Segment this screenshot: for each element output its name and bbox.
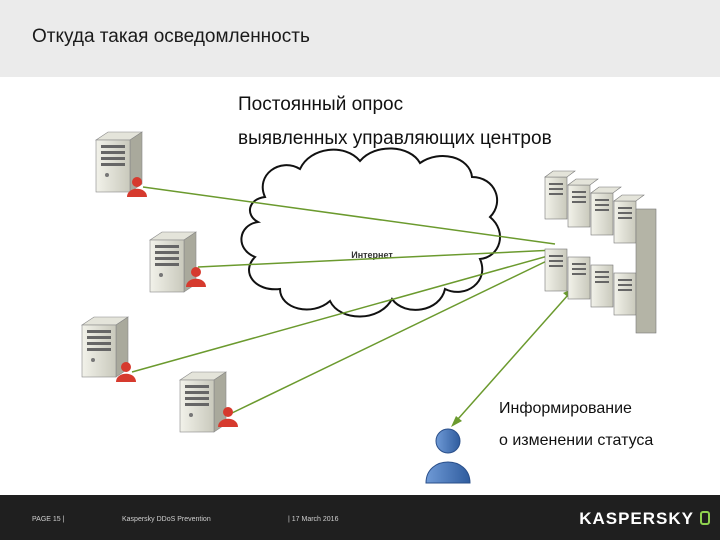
connection-line <box>142 186 556 245</box>
slide-header: Откуда такая осведомленность <box>0 0 720 77</box>
caption-line-1: Постоянный опрос <box>238 94 404 115</box>
connection-line <box>231 256 556 414</box>
red-user-icon <box>218 407 238 427</box>
footer-page: PAGE 15 | <box>32 516 65 523</box>
cloud-label: Интернет <box>351 250 393 260</box>
connection-line <box>131 253 556 373</box>
cloud-icon <box>240 147 501 318</box>
footer-bar: PAGE 15 | Kaspersky DDoS Prevention | 17… <box>0 495 720 540</box>
red-user-icon <box>127 177 147 197</box>
info-line-2: о изменении статуса <box>499 432 654 449</box>
server-icon <box>81 316 129 378</box>
server-icon <box>179 371 227 433</box>
slide-title: Откуда такая осведомленность <box>32 26 310 47</box>
red-user-icon <box>116 362 136 382</box>
status-arrow <box>457 294 569 420</box>
server-icon <box>149 231 197 293</box>
caption-line-2: выявленных управляющих центров <box>238 128 552 149</box>
red-user-icon <box>186 267 206 287</box>
connection-line <box>197 249 556 268</box>
server-rack-icon <box>544 170 657 334</box>
network-diagram: Интернет <box>81 131 657 484</box>
kaspersky-logo: KASPERSKY <box>579 509 694 528</box>
server-icon <box>95 131 143 193</box>
footer-date: | 17 March 2016 <box>288 516 339 523</box>
footer-product: Kaspersky DDoS Prevention <box>122 516 211 523</box>
user-icon <box>425 428 471 484</box>
logo-mark-icon <box>700 511 710 525</box>
info-line-1: Информирование <box>499 400 632 417</box>
